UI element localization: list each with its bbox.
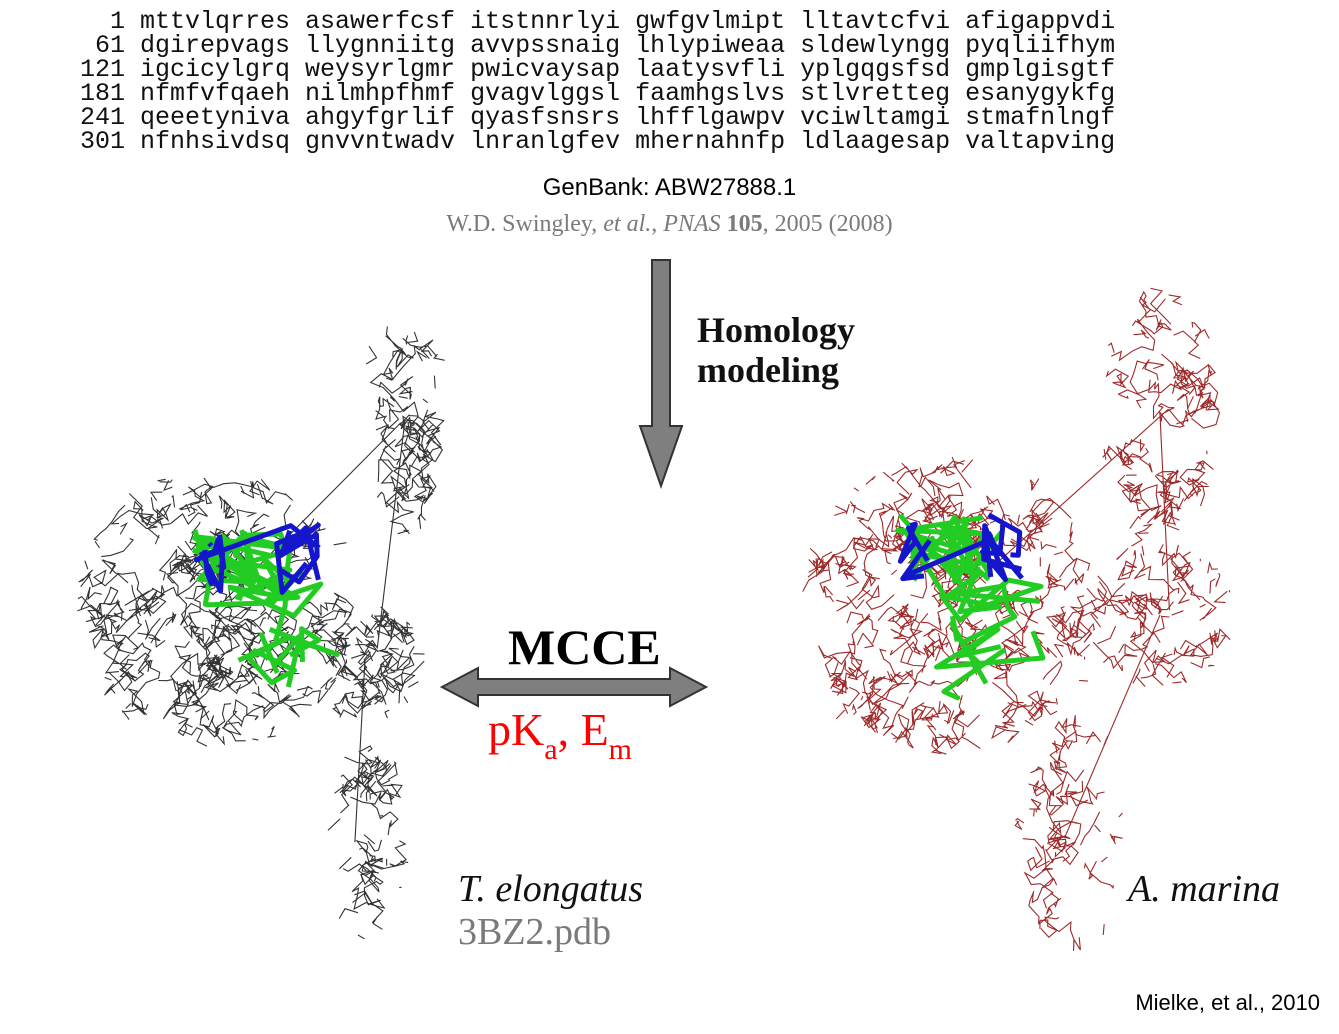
sequence-segment: lhlypiweaa xyxy=(635,31,786,60)
sequence-segment: afigappvdi xyxy=(965,7,1116,36)
pk-subscript: a xyxy=(544,733,558,766)
sequence-segment: vciwltamgi xyxy=(800,103,951,132)
sequence-segment: lhfflgawpv xyxy=(635,103,786,132)
mcce-double-arrow xyxy=(440,666,708,708)
protein-structure-a-marina xyxy=(802,287,1231,952)
sequence-segment: qyasfsnsrs xyxy=(470,103,621,132)
sequence-segment: faamhgslvs xyxy=(635,79,786,108)
sequence-segment: lnranlgfev xyxy=(470,127,621,156)
citation-etal: et al. xyxy=(603,211,652,237)
sequence-row: 181 nfmfvfqaeh nilmhpfhmf gvagvlggsl faamhgs… xyxy=(80,79,1116,108)
citation: W.D. Swingley, et al., PNAS 105, 2005 (2… xyxy=(0,211,1339,238)
citation-journal: PNAS xyxy=(663,211,721,237)
sequence-number: 1 xyxy=(109,7,125,36)
citation-rest: , 2005 (2008) xyxy=(762,211,893,237)
sequence-segment: igcicylgrq xyxy=(140,55,291,84)
homology-label: Homology modeling xyxy=(697,310,855,390)
mcce-double-arrow-shape xyxy=(440,666,708,708)
em-subscript: m xyxy=(608,733,633,766)
protein-backbone-wireframe xyxy=(802,287,1231,952)
sequence-number: 181 xyxy=(80,79,126,108)
sequence-segment: nfnhsivdsq xyxy=(140,127,291,156)
sequence-segment: sldewlyngg xyxy=(800,31,951,60)
homology-line2: modeling xyxy=(697,350,840,390)
sequence-row: 121 igcicylgrq weysyrlgmr pwicvaysap laatysv… xyxy=(80,55,1116,84)
protein-backbone-wireframe xyxy=(77,326,445,940)
homology-line1: Homology xyxy=(697,310,855,350)
species-label-t-elongatus: T. elongatus xyxy=(458,868,644,910)
sequence-number: 241 xyxy=(80,103,126,132)
sequence-number: 61 xyxy=(94,31,125,60)
sequence-row: 1 mttvlqrres asawerfcsf itstnnrlyi gwfgvlmip… xyxy=(80,7,1116,36)
ligand-blue xyxy=(897,512,1024,583)
sequence-segment: ldlaagesap xyxy=(800,127,951,156)
sequence-segment: stlvretteg xyxy=(800,79,951,108)
pk-text: pK xyxy=(488,704,545,755)
sequence-segment: mhernahnfp xyxy=(635,127,786,156)
ligand-blue xyxy=(193,522,321,595)
sequence-segment: yplgqgsfsd xyxy=(800,55,951,84)
sequence-segment: weysyrlgmr xyxy=(305,55,456,84)
sequence-segment: itstnnrlyi xyxy=(470,7,621,36)
sequence-segment: gwfgvlmipt xyxy=(635,7,786,36)
sequence-segment: gmplgisgtf xyxy=(965,55,1116,84)
sequence-segment: avvpssnaig xyxy=(470,31,621,60)
sequence-segment: asawerfcsf xyxy=(305,7,456,36)
sequence-segment: llygnniitg xyxy=(305,31,456,60)
mcce-label: MCCE xyxy=(508,619,661,675)
reference-credit: Mielke, et al., 2010 xyxy=(1135,990,1320,1015)
sequence-segment: mttvlqrres xyxy=(140,7,291,36)
species-label-a-marina: A. marina xyxy=(1128,868,1280,910)
sequence-segment: gnvvntwadv xyxy=(305,127,456,156)
pdb-label: 3BZ2.pdb xyxy=(458,911,612,953)
sequence-segment: stmafnlngf xyxy=(965,103,1116,132)
homology-arrow xyxy=(638,259,684,490)
sequence-segment: gvagvlggsl xyxy=(470,79,621,108)
em-text: , E xyxy=(557,704,609,755)
sequence-number: 121 xyxy=(80,55,126,84)
sequence-segment: dgirepvags xyxy=(140,31,291,60)
protein-structure-t-elongatus xyxy=(77,326,445,940)
sequence-row: 241 qeeetyniva ahgyfgrlif qyasfsnsrs lhfflga… xyxy=(80,103,1116,132)
sequence-segment: lltavtcfvi xyxy=(800,7,951,36)
sequence-number: 301 xyxy=(80,127,126,156)
sequence-segment: nilmhpfhmf xyxy=(305,79,456,108)
sequence-segment: pyqliifhym xyxy=(965,31,1116,60)
sequence-segment: nfmfvfqaeh xyxy=(140,79,291,108)
citation-volume: 105 xyxy=(726,211,763,237)
sequence-segment: esanygykfg xyxy=(965,79,1116,108)
sequence-segment: valtapving xyxy=(965,127,1116,156)
sequence-row: 301 nfnhsivdsq gnvvntwadv lnranlgfev mhernah… xyxy=(80,127,1116,156)
sequence-row: 61 dgirepvags llygnniitg avvpssnaig lhlypiwe… xyxy=(80,31,1116,60)
sequence-segment: ahgyfgrlif xyxy=(305,103,456,132)
sequence-segment: pwicvaysap xyxy=(470,55,621,84)
sequence-segment: laatysvfli xyxy=(635,55,786,84)
sequence-block: 1 mttvlqrres asawerfcsf itstnnrlyi gwfgvlmip… xyxy=(80,7,1116,156)
homology-arrow-shape xyxy=(638,259,684,490)
citation-authors: W.D. Swingley, xyxy=(446,211,604,237)
sequence-segment: qeeetyniva xyxy=(140,103,291,132)
citation-sep1: , xyxy=(651,211,664,237)
genbank-accession: GenBank: ABW27888.1 xyxy=(542,174,797,201)
pka-em-label: pKa, Em xyxy=(488,703,632,766)
